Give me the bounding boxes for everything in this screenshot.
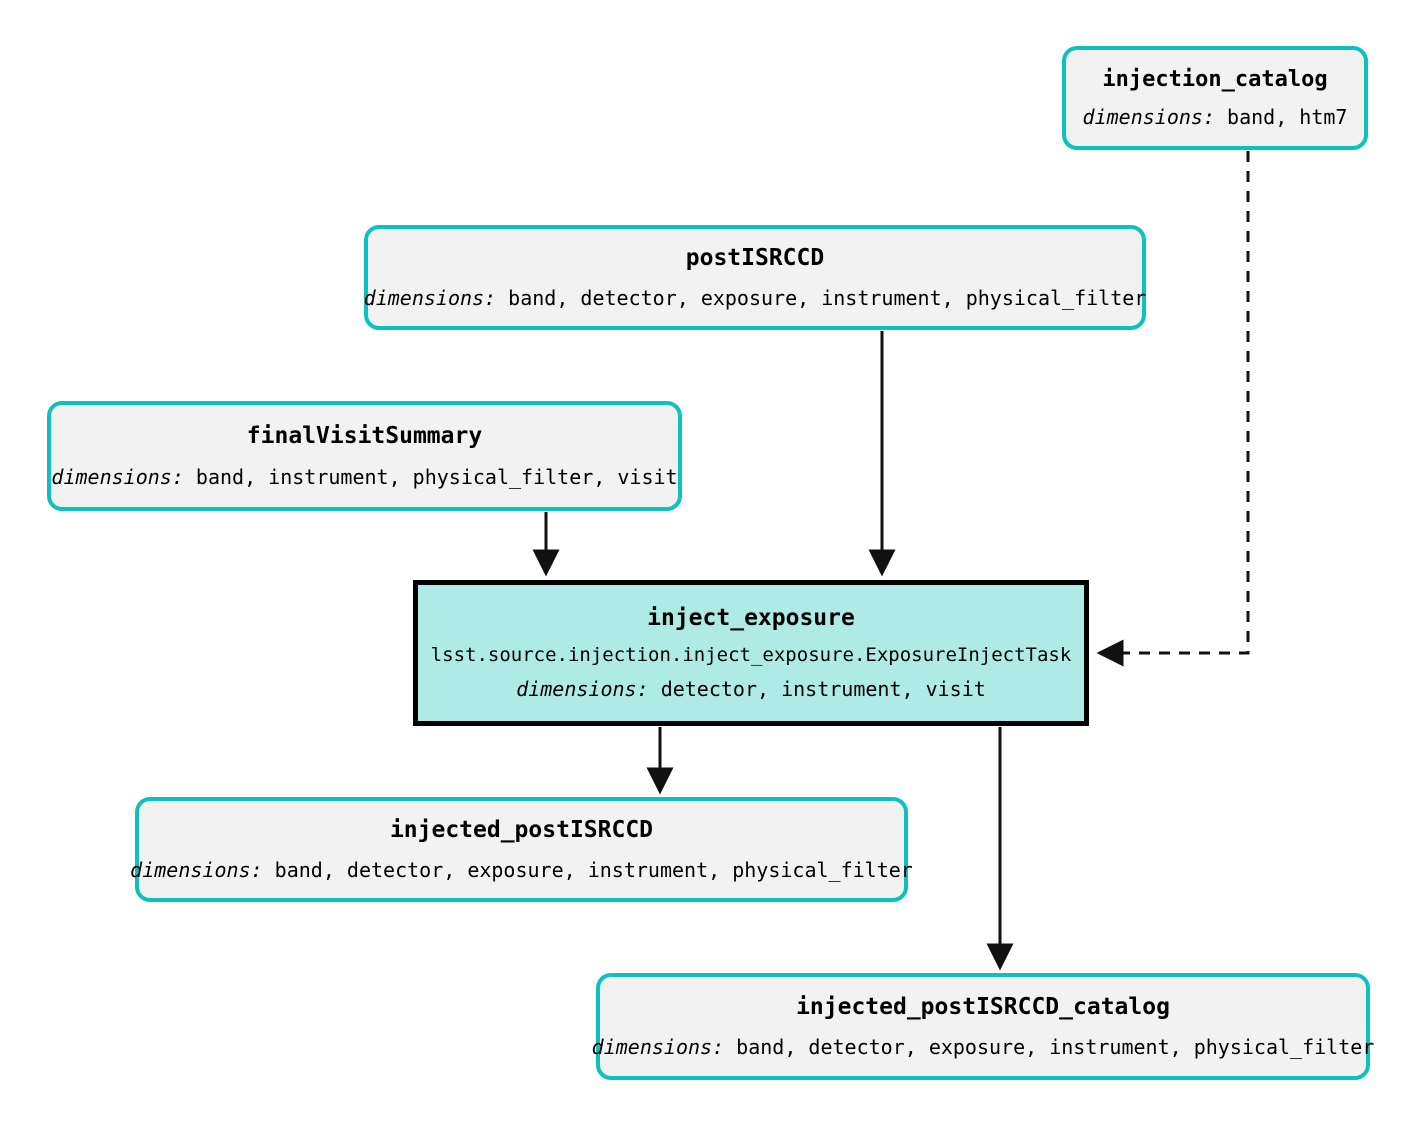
dimensions-value: band, detector, exposure, instrument, ph… (274, 858, 913, 883)
task-node-inject-exposure[interactable]: inject_exposure lsst.source.injection.in… (413, 580, 1089, 726)
dataset-node-injected-postisrccd-catalog[interactable]: injected_postISRCCD_catalog dimensions: … (592, 973, 1374, 1080)
dimensions-label: dimensions: (51, 464, 184, 489)
node-title: finalVisitSummary (246, 423, 483, 450)
dimensions-label: dimensions: (363, 286, 497, 311)
node-title: injected_postISRCCD_catalog (796, 993, 1170, 1020)
node-dimensions: dimensions: band, htm7 (1083, 106, 1348, 128)
dimensions-label: dimensions: (130, 858, 263, 883)
node-title: inject_exposure (647, 604, 855, 631)
node-dimensions: dimensions: band, detector, exposure, in… (364, 287, 1147, 309)
dimensions-value: detector, instrument, visit (660, 677, 986, 702)
dimensions-value: band, instrument, physical_filter, visit (195, 464, 678, 489)
node-dimensions: dimensions: band, detector, exposure, in… (592, 1036, 1375, 1058)
dimensions-label: dimensions: (1082, 105, 1215, 130)
dataset-node-postisrccd[interactable]: postISRCCD dimensions: band, detector, e… (364, 225, 1146, 330)
node-dimensions: dimensions: band, instrument, physical_f… (51, 466, 677, 488)
dataset-node-injection-catalog[interactable]: injection_catalog dimensions: band, htm7 (1062, 46, 1368, 150)
node-title: postISRCCD (685, 244, 825, 271)
node-dimensions: dimensions: band, detector, exposure, in… (130, 859, 913, 881)
dimensions-value: band, htm7 (1227, 105, 1348, 130)
dimensions-value: band, detector, exposure, instrument, ph… (736, 1035, 1375, 1060)
dimensions-label: dimensions: (516, 677, 649, 702)
node-task-class: lsst.source.injection.inject_exposure.Ex… (430, 644, 1072, 667)
node-dimensions: dimensions: detector, instrument, visit (516, 678, 986, 700)
dimensions-label: dimensions: (591, 1035, 725, 1060)
node-title: injected_postISRCCD (389, 816, 654, 843)
dataset-node-injected-postisrccd[interactable]: injected_postISRCCD dimensions: band, de… (130, 797, 913, 902)
node-title: injection_catalog (1102, 66, 1328, 92)
dimensions-value: band, detector, exposure, instrument, ph… (508, 286, 1147, 311)
dataset-node-finalvisitsummary[interactable]: finalVisitSummary dimensions: band, inst… (47, 401, 682, 511)
